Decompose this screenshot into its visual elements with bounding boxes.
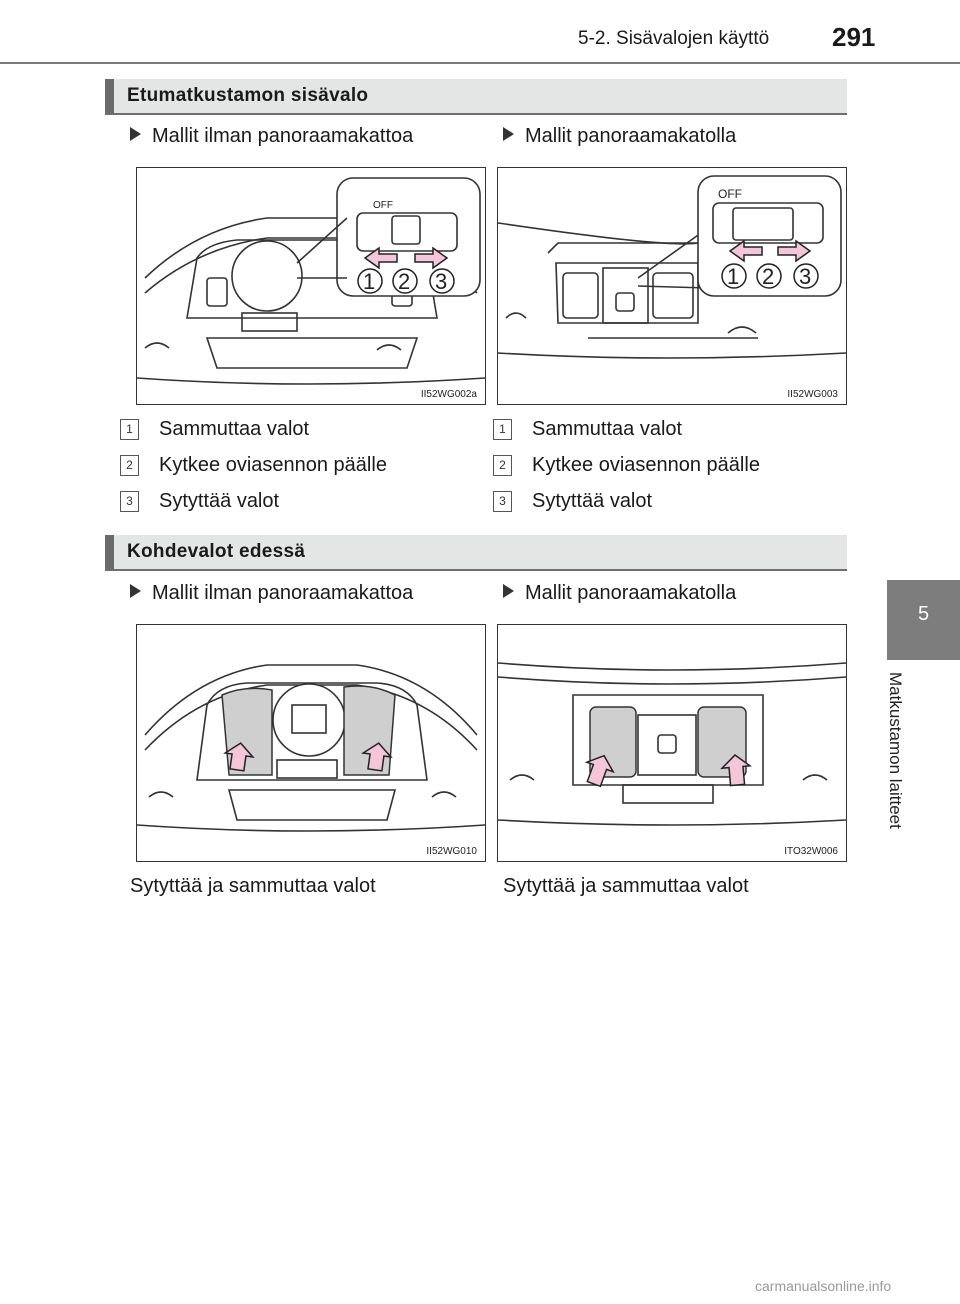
figure-front-light-no-panorama: OFF 1 2 3 II52WG002a xyxy=(136,167,486,405)
chapter-label: Matkustamon laitteet xyxy=(886,672,905,829)
triangle-bullet-icon xyxy=(130,127,141,141)
overhead-console-illustration: OFF 1 2 3 xyxy=(137,177,485,385)
list-item: 3 Sytyttää valot xyxy=(120,490,279,513)
right-arrow-icon xyxy=(777,239,812,263)
header-divider xyxy=(0,62,960,64)
callout-circle xyxy=(429,268,455,294)
list-item: 3 Sytyttää valot xyxy=(493,490,652,513)
item-text: Sammuttaa valot xyxy=(532,418,683,440)
overhead-console-illustration xyxy=(137,664,485,832)
callout-number-2: 2 xyxy=(398,269,410,294)
up-arrow-icon xyxy=(584,754,615,788)
up-arrow-icon xyxy=(361,742,393,772)
header-title: 5-2. Sisävalojen käyttö xyxy=(578,28,770,49)
list-item: 2 Kytkee oviasennon päälle xyxy=(120,454,387,477)
overhead-console-illustration xyxy=(498,662,846,826)
figure-code: II52WG003 xyxy=(785,389,840,400)
callout-circle xyxy=(793,263,819,289)
callout-number-3: 3 xyxy=(799,264,811,289)
off-label: OFF xyxy=(373,200,393,211)
figure-spot-lights-no-panorama: II52WG010 xyxy=(136,624,486,862)
triangle-bullet-icon xyxy=(503,127,514,141)
list-item: 1 Sammuttaa valot xyxy=(120,418,309,441)
callout-circle xyxy=(357,268,383,294)
model-label-text: Mallit ilman panoraamakattoa xyxy=(152,582,414,604)
figure-caption: Sytyttää ja sammuttaa valot xyxy=(503,875,749,897)
item-number: 1 xyxy=(493,419,512,440)
item-text: Sytyttää valot xyxy=(159,490,280,512)
callout-number-2: 2 xyxy=(762,264,774,289)
figure-spot-lights-panorama: ITO32W006 xyxy=(497,624,847,862)
figure-code: ITO32W006 xyxy=(782,846,840,857)
model-label-no-panorama: Mallit ilman panoraamakattoa xyxy=(130,125,413,148)
item-text: Sytyttää valot xyxy=(532,490,653,512)
chapter-number: 5 xyxy=(917,603,930,625)
callout-circle xyxy=(721,263,747,289)
list-item: 1 Sammuttaa valot xyxy=(493,418,682,441)
section-heading-text: Kohdevalot edessä xyxy=(127,541,306,562)
left-spot-lamp xyxy=(221,687,273,776)
model-label-text: Mallit panoraamakatolla xyxy=(525,125,737,147)
model-label-text: Mallit ilman panoraamakattoa xyxy=(152,125,414,147)
model-label-no-panorama: Mallit ilman panoraamakattoa xyxy=(130,582,413,605)
triangle-bullet-icon xyxy=(503,584,514,598)
item-number: 2 xyxy=(493,455,512,476)
callout-number-3: 3 xyxy=(435,269,447,294)
callout-number-1: 1 xyxy=(363,269,375,294)
item-text: Kytkee oviasennon päälle xyxy=(159,454,387,476)
section-heading-bar xyxy=(105,535,114,569)
figure-front-light-panorama: OFF 1 2 3 II52WG003 xyxy=(497,167,847,405)
section-heading-front-light: Etumatkustamon sisävalo xyxy=(105,79,847,115)
model-label-text: Mallit panoraamakatolla xyxy=(525,582,737,604)
section-heading-spot-lights: Kohdevalot edessä xyxy=(105,535,847,571)
item-text: Sammuttaa valot xyxy=(159,418,310,440)
list-item: 2 Kytkee oviasennon päälle xyxy=(493,454,760,477)
right-arrow-icon xyxy=(414,246,449,270)
figure-caption: Sytyttää ja sammuttaa valot xyxy=(130,875,376,897)
overhead-console-illustration: OFF 1 2 3 xyxy=(498,175,846,359)
off-label: OFF xyxy=(718,187,742,201)
page-number: 291 xyxy=(832,22,876,52)
left-arrow-icon xyxy=(363,246,398,270)
model-label-panorama: Mallit panoraamakatolla xyxy=(503,125,736,148)
up-arrow-icon xyxy=(223,742,255,772)
item-number: 3 xyxy=(493,491,512,512)
callout-number-1: 1 xyxy=(727,264,739,289)
up-arrow-icon xyxy=(720,754,753,787)
figure-code: II52WG002a xyxy=(418,389,479,400)
item-number: 1 xyxy=(120,419,139,440)
item-number: 3 xyxy=(120,491,139,512)
figure-code: II52WG010 xyxy=(424,846,479,857)
section-heading-text: Etumatkustamon sisävalo xyxy=(127,85,369,106)
item-number: 2 xyxy=(120,455,139,476)
section-heading-bar xyxy=(105,79,114,113)
triangle-bullet-icon xyxy=(130,584,141,598)
item-text: Kytkee oviasennon päälle xyxy=(532,454,760,476)
watermark: carmanualsonline.info xyxy=(755,1278,892,1294)
callout-circle xyxy=(392,268,418,294)
chapter-label-container: Matkustamon laitteet xyxy=(873,672,933,862)
callout-circle xyxy=(756,263,782,289)
chapter-tab xyxy=(887,580,960,660)
left-arrow-icon xyxy=(728,239,763,263)
model-label-panorama: Mallit panoraamakatolla xyxy=(503,582,736,605)
